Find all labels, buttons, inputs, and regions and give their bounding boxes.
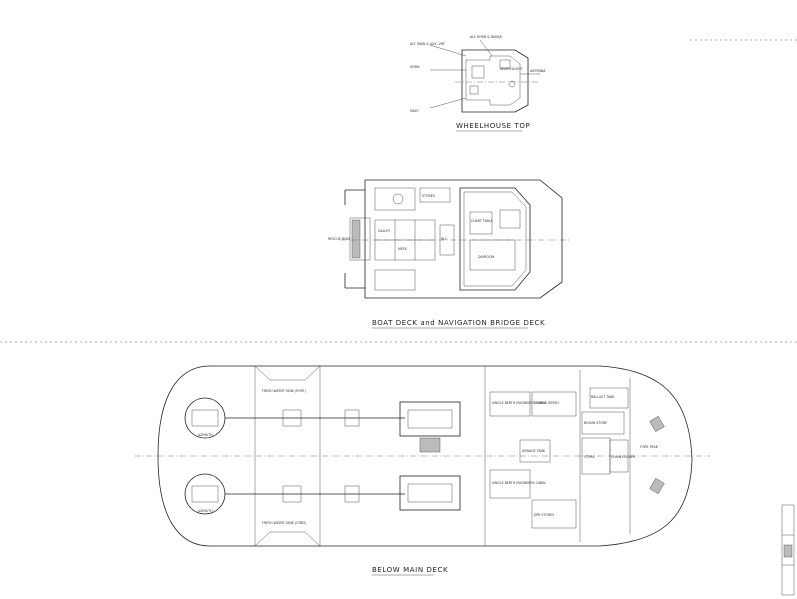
svg-text:FRESH WATER TANK (PORT): FRESH WATER TANK (PORT) xyxy=(262,389,306,393)
wheelhouse-top-view: ALT. MAIN & AUX. VHF ALL HORN & RADAR SE… xyxy=(410,35,546,113)
svg-text:SINGLE BERTH ENGINEERS CABIN: SINGLE BERTH ENGINEERS CABIN xyxy=(492,401,546,405)
svg-text:FRESH WATER TANK (STBD): FRESH WATER TANK (STBD) xyxy=(262,521,306,525)
wheelhouse-label-b: ALL HORN & RADAR xyxy=(470,35,503,39)
wheelhouse-label-e: ANTENNA xyxy=(530,69,546,73)
title-block xyxy=(781,504,795,596)
boat-deck-view: CHART TABLE DAYROOM RESCUE BOAT GALLEY M… xyxy=(328,179,570,299)
svg-text:SEWAGE TANK: SEWAGE TANK xyxy=(522,449,546,453)
svg-text:DOUBLE BERTH: DOUBLE BERTH xyxy=(534,401,559,405)
chart-table xyxy=(469,211,493,235)
svg-text:CHAIN LOCKER: CHAIN LOCKER xyxy=(611,455,636,459)
svg-text:AZIMUTH: AZIMUTH xyxy=(198,433,213,437)
svg-text:GALLEY: GALLEY xyxy=(378,229,390,233)
svg-text:SINGLE BERTH ENGINEERS CABIN: SINGLE BERTH ENGINEERS CABIN xyxy=(492,481,546,485)
wheelhouse-label-d: HORN xyxy=(410,65,420,69)
wheelhouse-label-f: MAST xyxy=(410,109,419,113)
svg-text:STORE: STORE xyxy=(584,455,595,459)
svg-text:STORES: STORES xyxy=(422,194,435,198)
below-main-deck-view: FRESH WATER TANK (PORT) FRESH WATER TANK… xyxy=(135,365,710,547)
svg-text:BOSUN STORE: BOSUN STORE xyxy=(584,421,607,425)
svg-text:RESCUE BOAT: RESCUE BOAT xyxy=(328,237,350,241)
below-main-deck-title: BELOW MAIN DECK xyxy=(372,566,448,574)
wheelhouse-label-a: ALT. MAIN & AUX. VHF xyxy=(410,42,445,46)
svg-text:MESS: MESS xyxy=(398,247,407,251)
svg-text:DRY STORES: DRY STORES xyxy=(534,513,554,517)
wheelhouse-top-title: WHEELHOUSE TOP xyxy=(456,122,530,130)
svg-text:DAYROOM: DAYROOM xyxy=(478,255,495,259)
svg-text:FORE PEAK: FORE PEAK xyxy=(640,445,659,449)
svg-text:AZIMUTH: AZIMUTH xyxy=(198,509,213,513)
svg-text:W.C.: W.C. xyxy=(441,237,448,241)
wheelhouse-label-c: SEARCHLIGHT xyxy=(500,67,522,71)
svg-text:BALLAST TANK: BALLAST TANK xyxy=(591,395,615,399)
boat-deck-title: BOAT DECK and NAVIGATION BRIDGE DECK xyxy=(372,319,545,327)
svg-text:CHART TABLE: CHART TABLE xyxy=(471,219,493,223)
